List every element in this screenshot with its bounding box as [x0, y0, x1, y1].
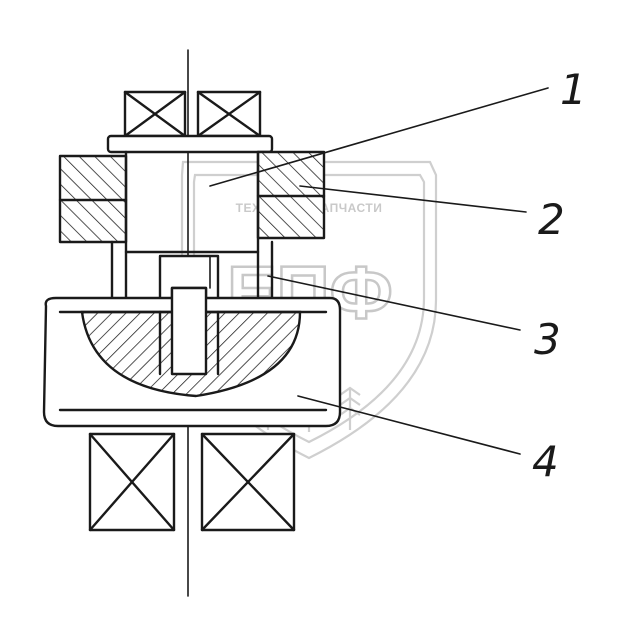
right-boss [256, 150, 326, 240]
leader-line-2 [299, 185, 527, 213]
lower-neck [110, 240, 274, 302]
leader-line-1 [209, 87, 549, 187]
top-bearing [123, 90, 262, 138]
top-collar [106, 134, 274, 154]
bottom-bearing [88, 432, 296, 532]
callout-label-1: 1 [560, 65, 587, 114]
callout-label-3: 3 [534, 315, 561, 364]
callout-label-2: 2 [538, 195, 565, 244]
base-plate [42, 286, 342, 428]
leader-line-4 [297, 395, 521, 455]
leader-lines [209, 87, 549, 455]
callout-label-4: 4 [532, 437, 559, 486]
leader-line-3 [267, 275, 521, 331]
shaft-body [124, 150, 260, 254]
left-boss [58, 154, 128, 244]
